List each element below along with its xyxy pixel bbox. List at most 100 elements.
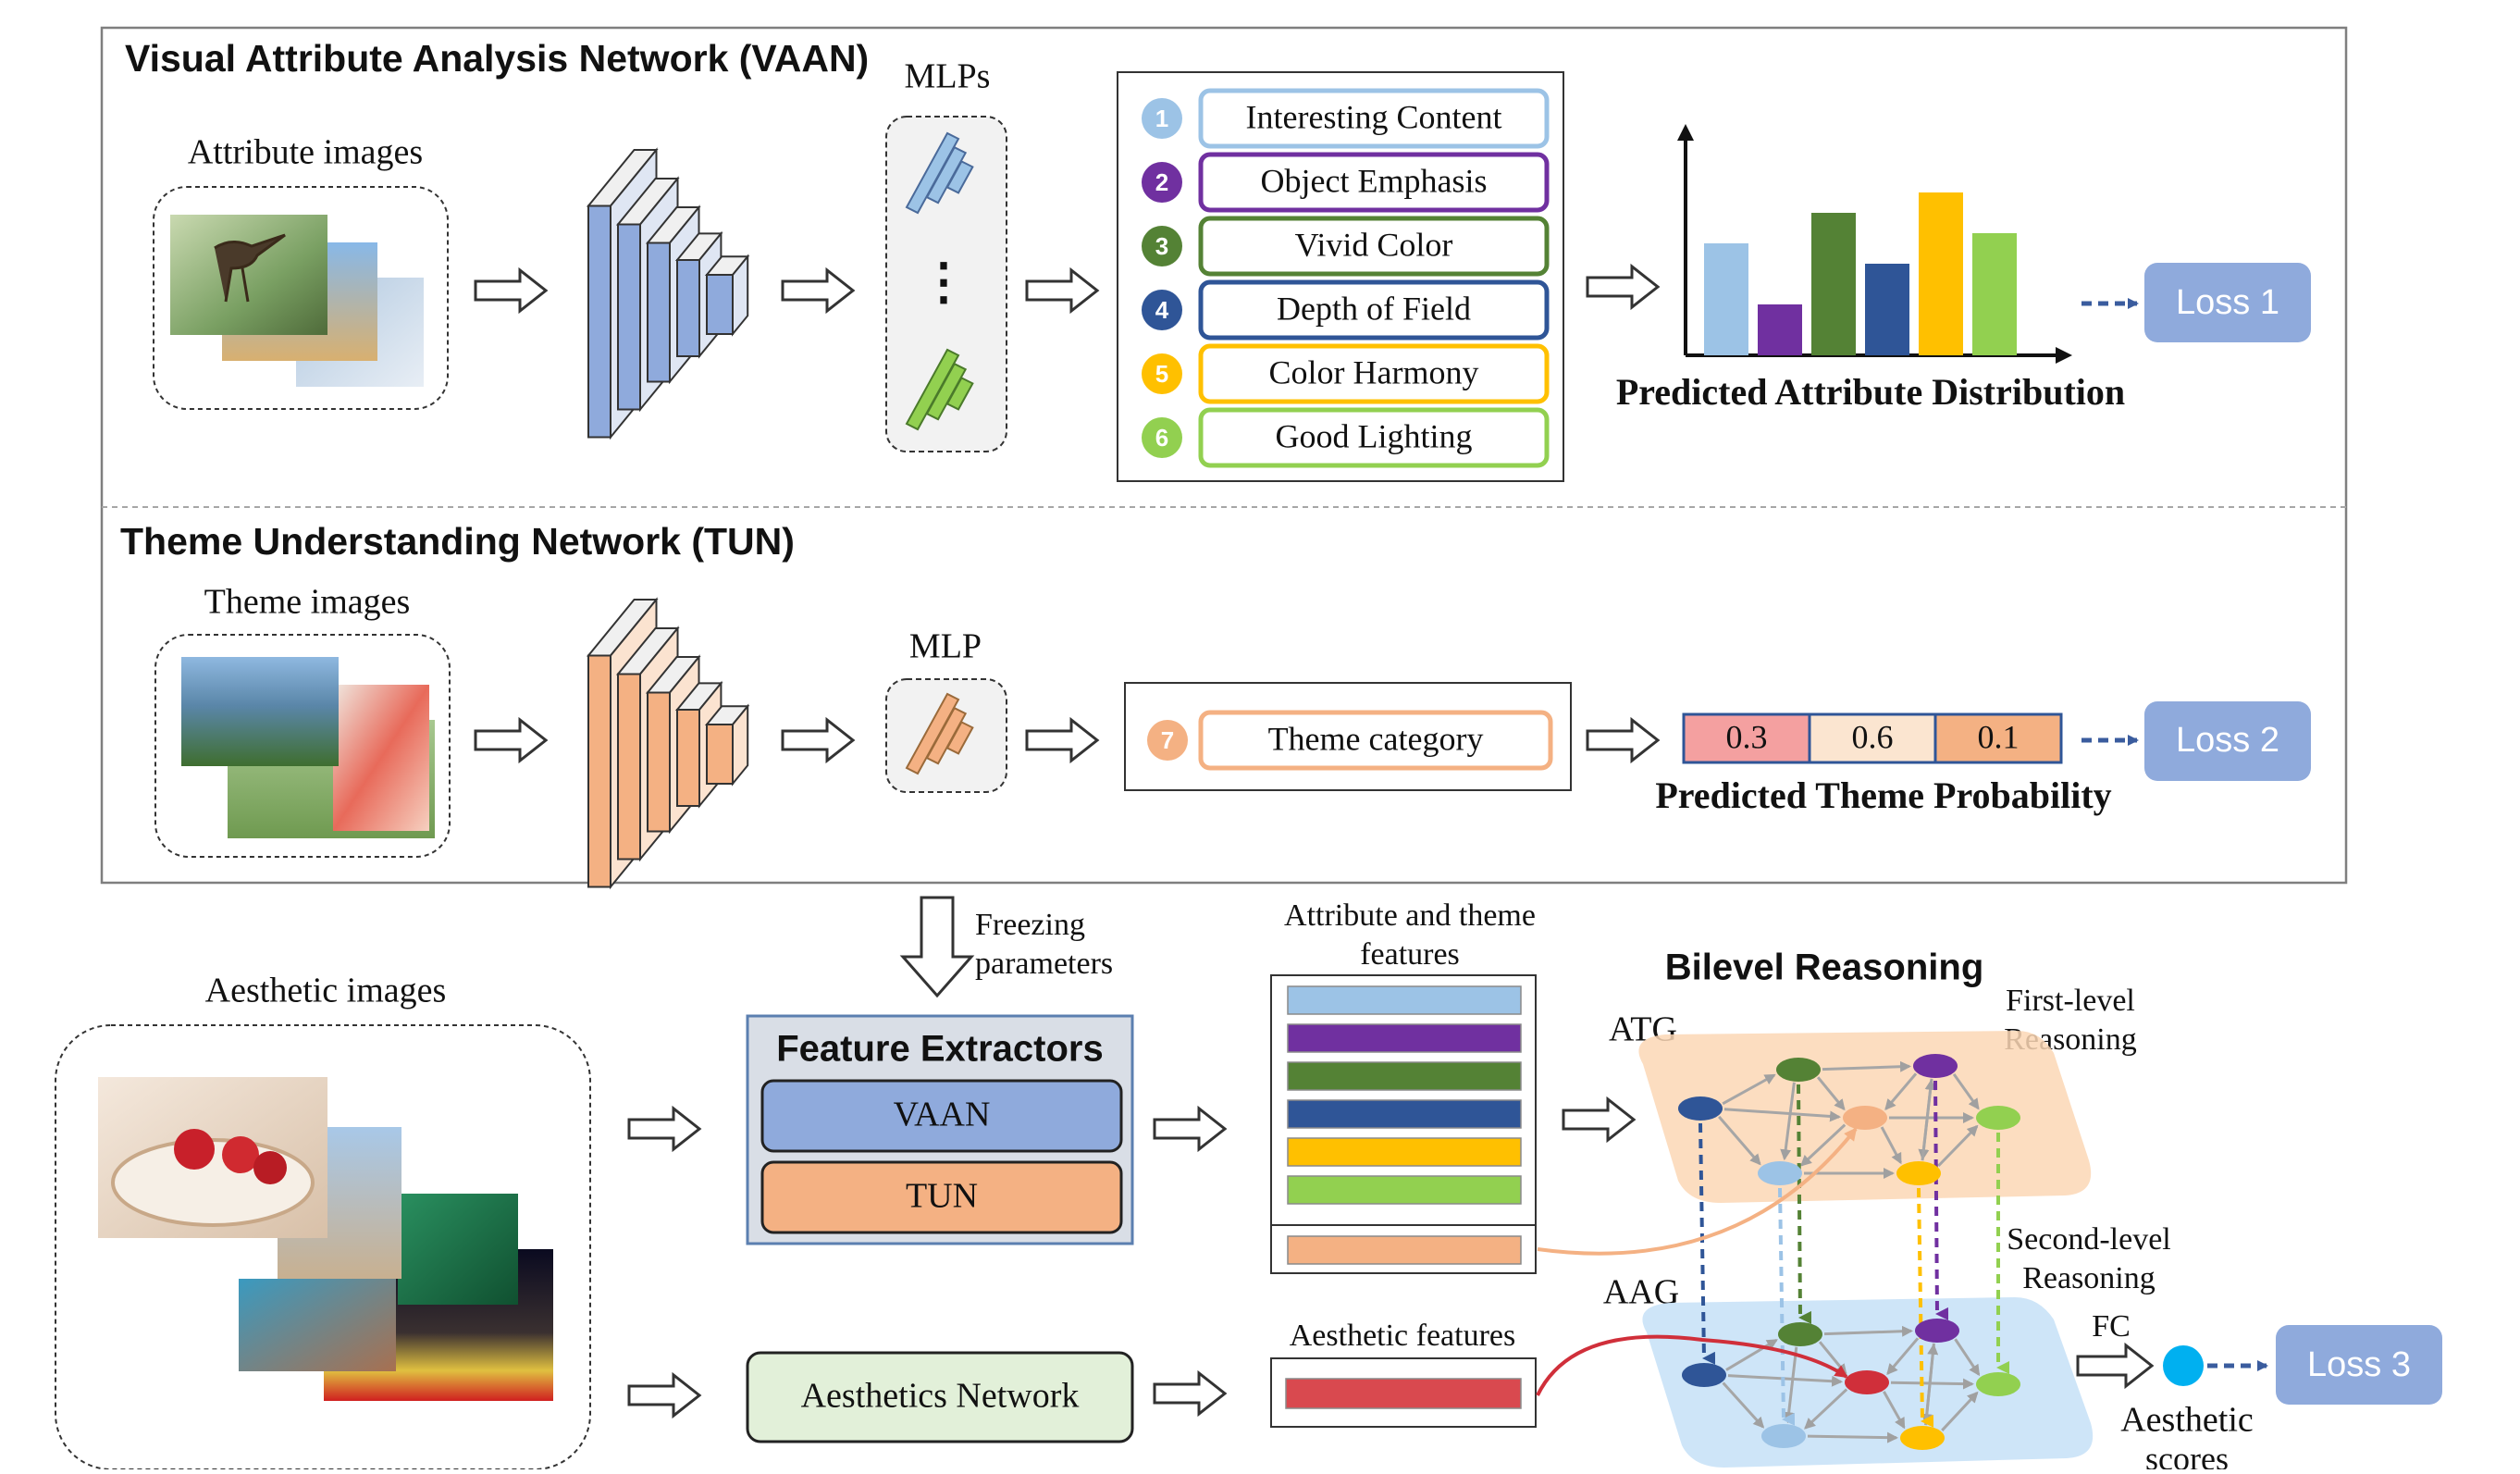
loss1-label: Loss 1 [2176,283,2279,322]
loss3-box [2276,1325,2442,1405]
arrow-images-to-cnn [474,266,549,315]
features-label-1: Attribute and theme [1284,898,1536,933]
freezing-label-1: Freezing [975,908,1085,942]
theme-images-group [154,634,451,858]
aag-node [1976,1372,2020,1396]
aag-node [1915,1319,1959,1343]
attribute-number: 6 [1155,424,1168,452]
atg-node [1758,1161,1802,1185]
aag-edge [1890,1378,1975,1390]
vaan-extractor-box [760,1079,1123,1153]
reasoning-graphs [1536,1031,2094,1468]
mlp-ellipsis: ⋮ [919,254,969,309]
cnn-layer-front [676,259,700,357]
arrow-extractors-to-features [1153,1105,1228,1153]
attribute-box [1198,152,1550,213]
freezing-arrow [899,896,975,998]
strawberry-1 [174,1129,215,1170]
arrow-aesthetics-network-to-features [1153,1369,1228,1418]
vaan-extractor-label: VAAN [894,1096,991,1134]
atg-node [1678,1096,1723,1121]
cnn-layer-front [587,204,611,439]
loss2-box [2144,701,2311,781]
aesthetics-network-box [746,1351,1134,1443]
theme-number: 7 [1161,726,1174,754]
attribute-box [1198,216,1550,277]
attribute-feature-bar [1287,1023,1522,1053]
cross-level-arrow [1933,1080,1949,1320]
arrow-attributes-to-chart [1586,263,1661,311]
cnn-layer-front [706,274,734,335]
chart-bar [1704,243,1748,355]
tun-cnn-backbone [586,597,750,890]
cnn-layer-front [587,654,611,888]
atg-edge [1722,1073,1776,1106]
tun-arrows [474,716,1661,764]
loss3-label: Loss 3 [2307,1345,2411,1384]
atg-edge [1723,1108,1842,1122]
atg-node [1776,1058,1821,1082]
aag-edge [1722,1381,1765,1429]
arrow-theme-to-probability [1586,716,1661,764]
aesthetic-image-3 [398,1194,518,1305]
attribute-box [1198,88,1550,149]
strawberry-3 [253,1151,287,1184]
atg-edge [1937,1124,1979,1168]
attribute-box [1198,279,1550,341]
attribute-number: 3 [1155,232,1168,260]
feature-extractors-title: Feature Extractors [776,1029,1103,1070]
attribute-feature-bar [1287,1175,1522,1205]
theme-category-label: Theme category [1268,720,1484,757]
aag-node [1682,1363,1726,1387]
theme-image-1 [181,657,339,766]
cnn-layer-front [647,691,671,833]
aesthetic-scores-label-1: Aesthetic [2120,1401,2254,1440]
probability-value: 0.6 [1852,718,1894,755]
atg-edge [1799,1123,1847,1167]
attribute-image-1 [170,215,327,335]
aesthetic-scores-label-2: scores [2145,1440,2229,1469]
theme-image-2 [333,685,429,831]
mlp-bar [925,145,968,204]
aag-edge [1954,1338,1981,1377]
arrow-images-to-cnn [474,716,549,764]
aag-edge [1725,1338,1778,1371]
cross-level-arrow [1778,1187,1796,1426]
mlp-bar [925,362,968,421]
atg-edge [1822,1060,1912,1072]
strawberry-2 [222,1136,259,1173]
fc-label: FC [2092,1309,2131,1344]
vaan-cnn-backbone [586,147,750,440]
attribute-number: 4 [1155,296,1169,324]
tun-extractor-box [760,1160,1123,1234]
chart-bar [1972,233,2017,355]
probability-value: 0.1 [1978,718,2020,755]
second-level-label-1: Second-level [2007,1222,2171,1257]
vaan-title: Visual Attribute Analysis Network (VAAN) [125,37,869,80]
attribute-number-badge [1142,162,1182,203]
attribute-label: Interesting Content [1246,98,1502,135]
atg-node [1976,1106,2020,1130]
aag-node [1900,1426,1945,1450]
attribute-number-badge [1142,226,1182,266]
attribute-images-label: Attribute images [188,133,423,172]
atg-edge [1718,1115,1761,1166]
attribute-label: Object Emphasis [1261,162,1488,199]
arrow-images-to-extractors [627,1105,702,1153]
aag-edge [1823,1325,1914,1337]
aag-edge [1886,1337,1920,1376]
attribute-number-badge [1142,353,1182,394]
probability-cell [1682,712,1811,764]
chart-bar [1865,264,1909,355]
mlps-label: MLPs [905,57,991,96]
first-level-label-1: First-level [2006,984,2135,1018]
cross-level-arrow [1917,1187,1934,1428]
atg-node [1913,1054,1958,1078]
probability-value: 0.3 [1726,718,1768,755]
chart-caption: Predicted Attribute Distribution [1616,371,2125,413]
attribute-feature-bar [1287,1061,1522,1091]
attribute-number: 1 [1155,105,1168,132]
aag-edge [1807,1431,1899,1443]
loss2-label: Loss 2 [2176,721,2279,760]
